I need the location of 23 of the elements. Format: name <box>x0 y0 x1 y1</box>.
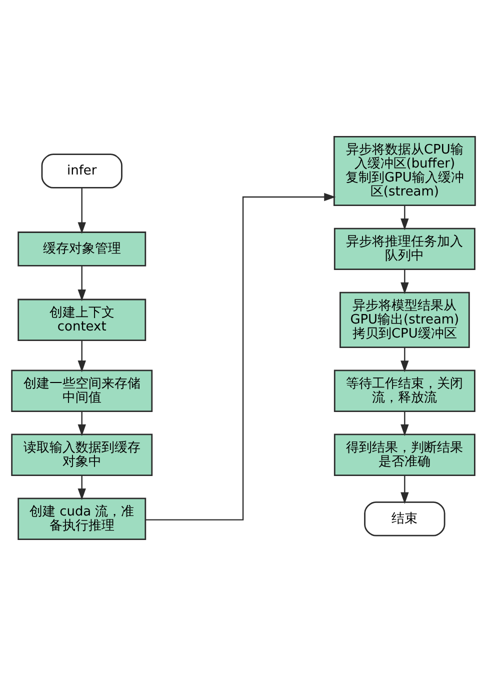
node-box: 创建一些空间来存储中间值 <box>11 369 153 412</box>
node-box: 读取输入数据到缓存对象中 <box>11 433 153 476</box>
node-box: 等待工作结束，关闭流，释放流 <box>334 369 476 412</box>
node-box: 异步将推理任务加入队列中 <box>334 227 476 270</box>
arrow <box>78 410 86 436</box>
arrow <box>78 340 86 372</box>
node-box: 异步将数据从CPU输入缓冲区(buffer)复制到GPU输入缓冲区(stream) <box>333 136 476 206</box>
arrow <box>78 187 86 234</box>
arrow <box>146 192 336 520</box>
arrow <box>400 268 409 294</box>
arrow <box>78 474 86 500</box>
node-box: 创建 cuda 流，准备执行推理 <box>18 497 146 540</box>
arrow <box>400 474 409 504</box>
node-box: 缓存对象管理 <box>18 231 146 266</box>
arrow <box>400 204 409 230</box>
node-box: 异步将模型结果从GPU输出(stream)拷贝到CPU缓冲区 <box>340 291 470 348</box>
arrow <box>400 347 409 372</box>
arrow <box>400 410 409 436</box>
node-box: 得到结果，判断结果是否准确 <box>334 433 476 476</box>
node-box: 结束 <box>364 501 446 536</box>
node-box: 创建上下文 context <box>18 298 146 341</box>
arrow <box>78 265 86 301</box>
node-box: infer <box>41 153 122 188</box>
